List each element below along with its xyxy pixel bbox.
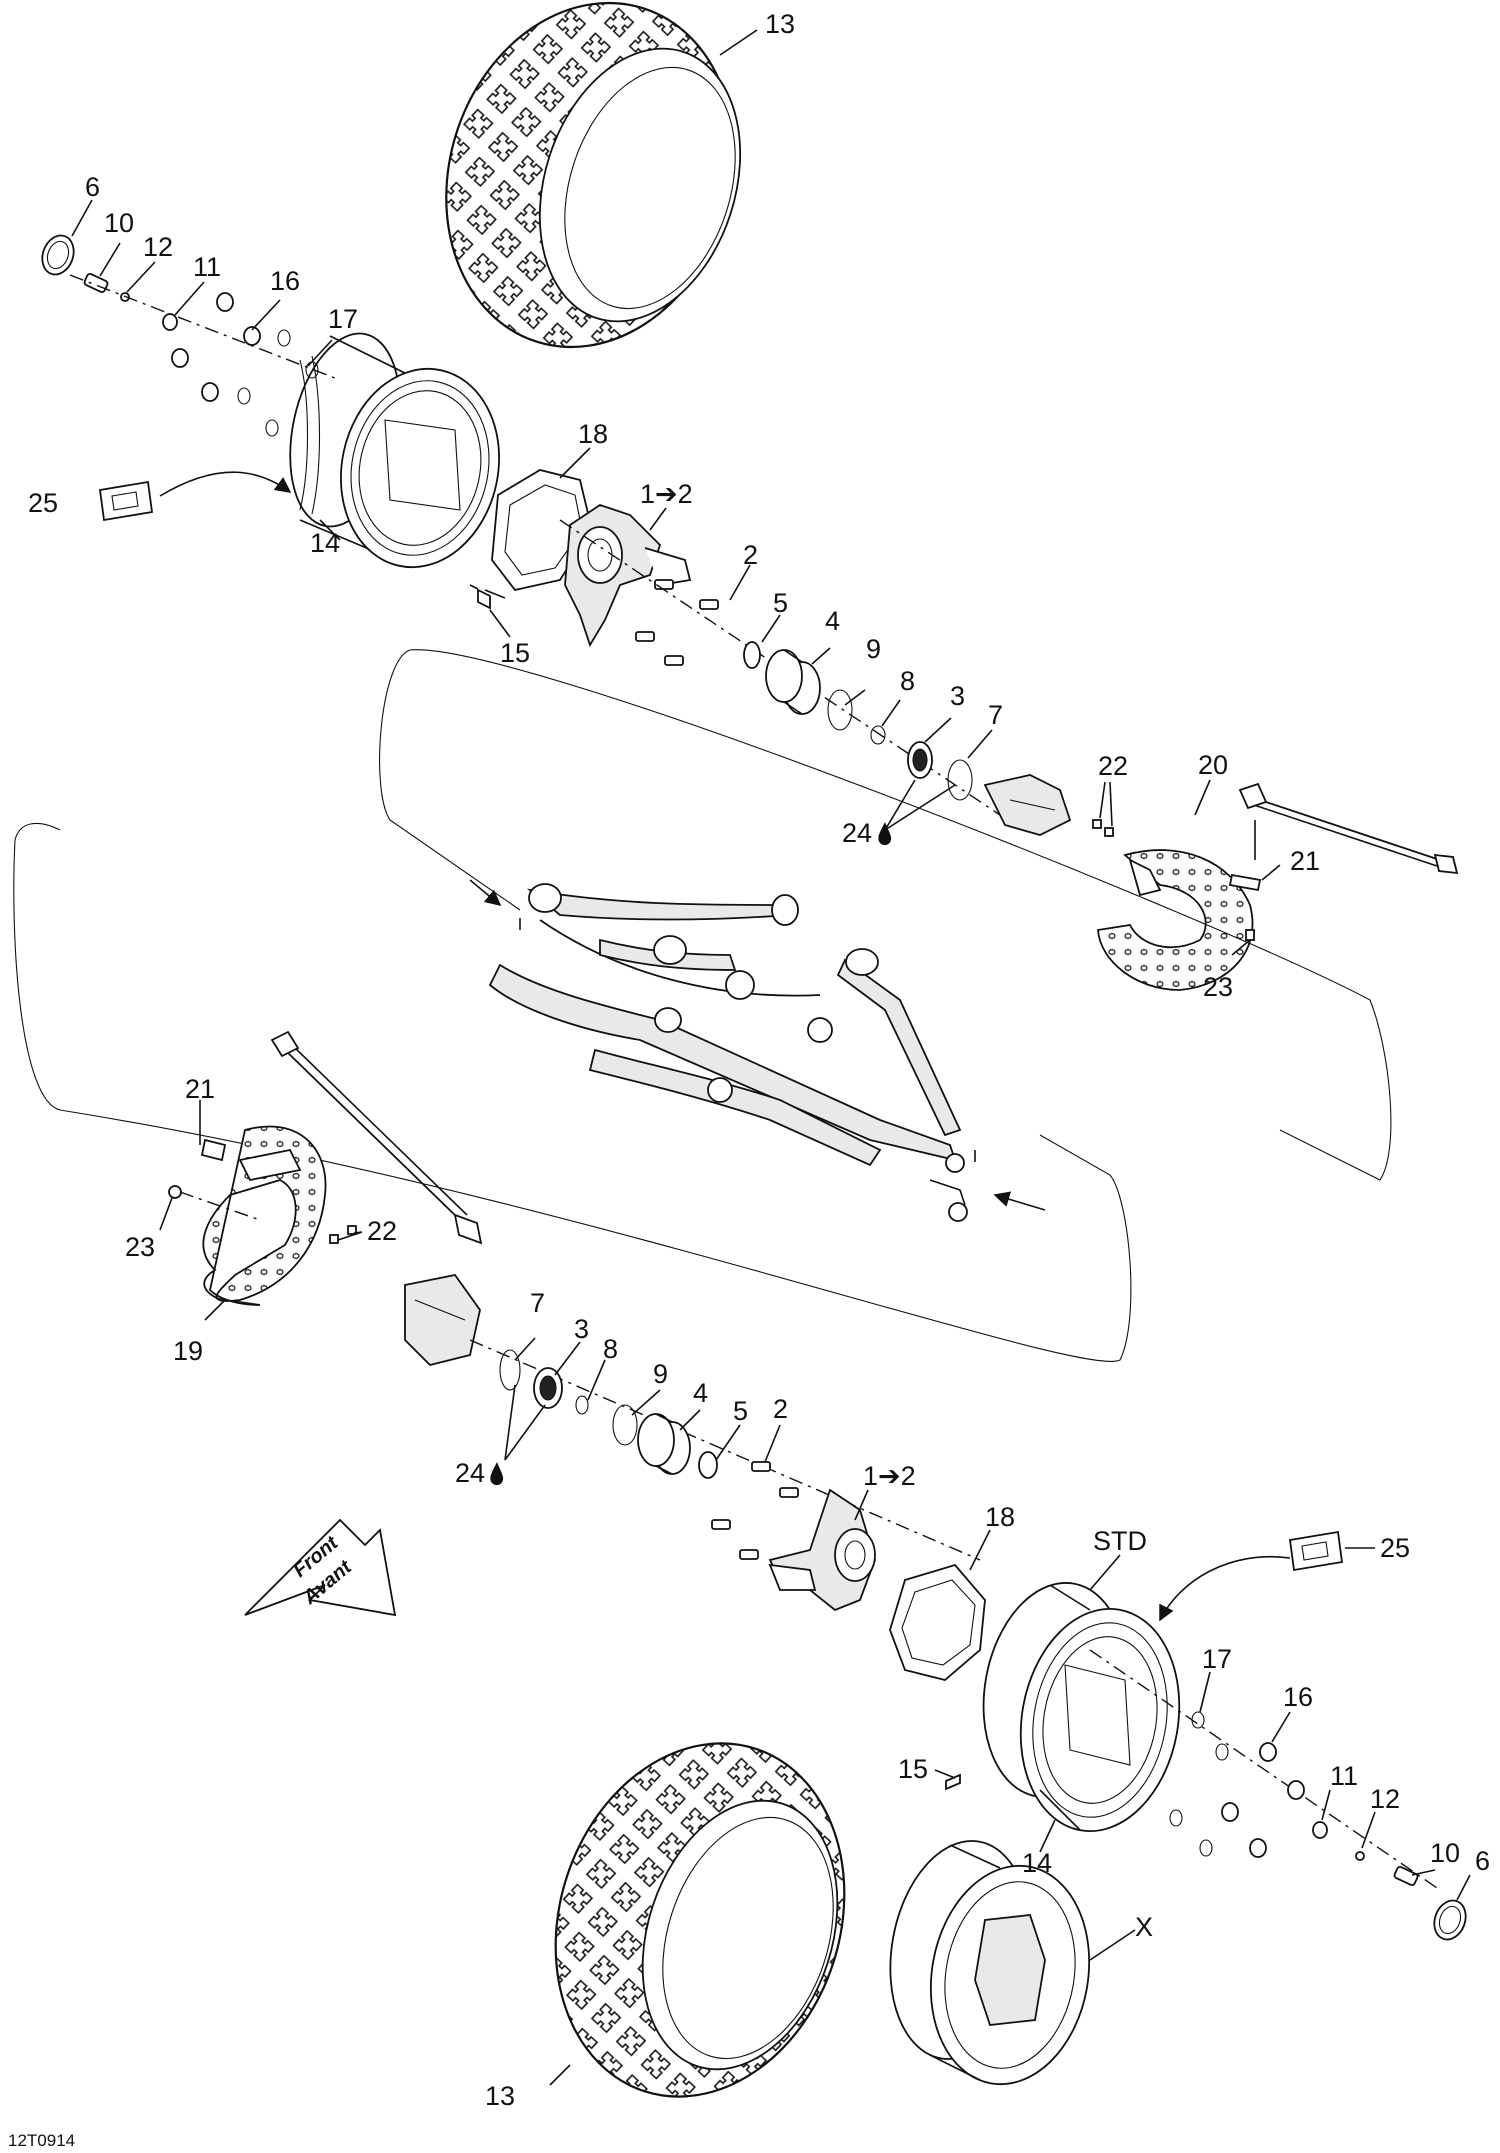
label-1to2-bottom: 1➔2 <box>863 1461 916 1491</box>
hardware-bottom <box>945 1649 1467 1941</box>
plate-bottom <box>1159 1530 1344 1622</box>
label-24-top-group: 24 <box>842 818 892 848</box>
label-23-bottom: 23 <box>125 1232 155 1262</box>
label-4-top: 4 <box>825 606 840 636</box>
label-6-bottom: 6 <box>1475 1846 1490 1876</box>
label-18-bottom: 18 <box>985 1502 1015 1532</box>
bolts-bottom <box>711 1461 799 1560</box>
label-24-bottom-group: 24 <box>455 1458 504 1488</box>
tie-rod-bottom <box>270 1030 483 1245</box>
label-24-bottom: 24 <box>455 1458 485 1488</box>
label-7-top: 7 <box>988 700 1003 730</box>
leader-lines <box>71 29 1471 2086</box>
callout-labels: 13 6 10 12 11 16 17 18 1➔2 25 14 2 15 5 … <box>8 9 1490 2150</box>
label-17-top: 17 <box>328 304 358 334</box>
label-25-top: 25 <box>28 488 58 518</box>
wheel-rim-x <box>889 1840 1091 2086</box>
label-5-bottom: 5 <box>733 1396 748 1426</box>
label-16-top: 16 <box>270 266 300 296</box>
label-14-bottom: 14 <box>1022 1848 1052 1878</box>
label-22-top: 22 <box>1098 751 1128 781</box>
label-11-top: 11 <box>193 252 221 282</box>
label-10-bottom: 10 <box>1430 1838 1460 1868</box>
label-9-bottom: 9 <box>653 1359 668 1389</box>
brake-disc-top <box>1092 819 1254 991</box>
label-2-top: 2 <box>743 540 758 570</box>
a-arms <box>488 883 976 1222</box>
label-13-top: 13 <box>765 9 795 39</box>
callout-outlines <box>13 649 1392 1362</box>
tire-top <box>445 1 742 349</box>
label-12-bottom: 12 <box>1370 1784 1400 1814</box>
label-14-top: 14 <box>310 528 340 558</box>
front-direction-arrow: Front Avant <box>244 1518 397 1617</box>
label-x: X <box>1135 1912 1153 1942</box>
label-8-bottom: 8 <box>603 1334 618 1364</box>
label-5-top: 5 <box>773 588 788 618</box>
label-21-bottom: 21 <box>185 1074 215 1104</box>
label-15-bottom: 15 <box>898 1754 928 1784</box>
plate-top <box>98 471 292 522</box>
hub-bottom <box>404 1274 481 1366</box>
gasket-bottom <box>889 1563 986 1681</box>
brake-disc-bottom <box>168 1125 357 1306</box>
bearing-stack-bottom <box>469 1339 981 1561</box>
label-15-top: 15 <box>500 638 530 668</box>
label-2-bottom: 2 <box>773 1394 788 1424</box>
label-10-top: 10 <box>104 208 134 238</box>
hub-top <box>983 774 1072 836</box>
knuckle-bottom <box>768 1488 876 1612</box>
label-23-top: 23 <box>1203 972 1233 1002</box>
label-8-top: 8 <box>900 666 915 696</box>
label-17-bottom: 17 <box>1202 1644 1232 1674</box>
label-std: STD <box>1093 1526 1147 1556</box>
bearing-stack-top <box>559 519 1001 816</box>
grease-drop-icon <box>490 1462 504 1486</box>
label-21-top: 21 <box>1290 846 1320 876</box>
label-12-top: 12 <box>143 232 173 262</box>
tie-rod-top <box>1228 782 1459 941</box>
knuckle-top <box>564 504 692 648</box>
label-9-top: 9 <box>866 634 881 664</box>
label-25-bottom: 25 <box>1380 1533 1410 1563</box>
label-1to2-top: 1➔2 <box>640 479 693 509</box>
label-20: 20 <box>1198 750 1228 780</box>
label-22-bottom: 22 <box>367 1216 397 1246</box>
label-3-bottom: 3 <box>574 1314 589 1344</box>
label-24-top: 24 <box>842 818 872 848</box>
label-7-bottom: 7 <box>530 1288 545 1318</box>
tire-bottom <box>554 1742 846 2098</box>
label-18-top: 18 <box>578 419 608 449</box>
label-19: 19 <box>173 1336 203 1366</box>
grease-drop-icon <box>878 822 892 846</box>
wheel-rim-std <box>982 1582 1181 1833</box>
label-16-bottom: 16 <box>1283 1682 1313 1712</box>
wheel-rim-top <box>289 332 500 569</box>
diagram-code: 12T0914 <box>8 2131 75 2150</box>
label-11-bottom: 11 <box>1330 1761 1358 1791</box>
label-3-top: 3 <box>950 681 965 711</box>
hardware-top <box>41 234 341 437</box>
label-6-top: 6 <box>85 172 100 202</box>
label-13-bottom: 13 <box>485 2081 515 2111</box>
label-4-bottom: 4 <box>693 1378 708 1408</box>
